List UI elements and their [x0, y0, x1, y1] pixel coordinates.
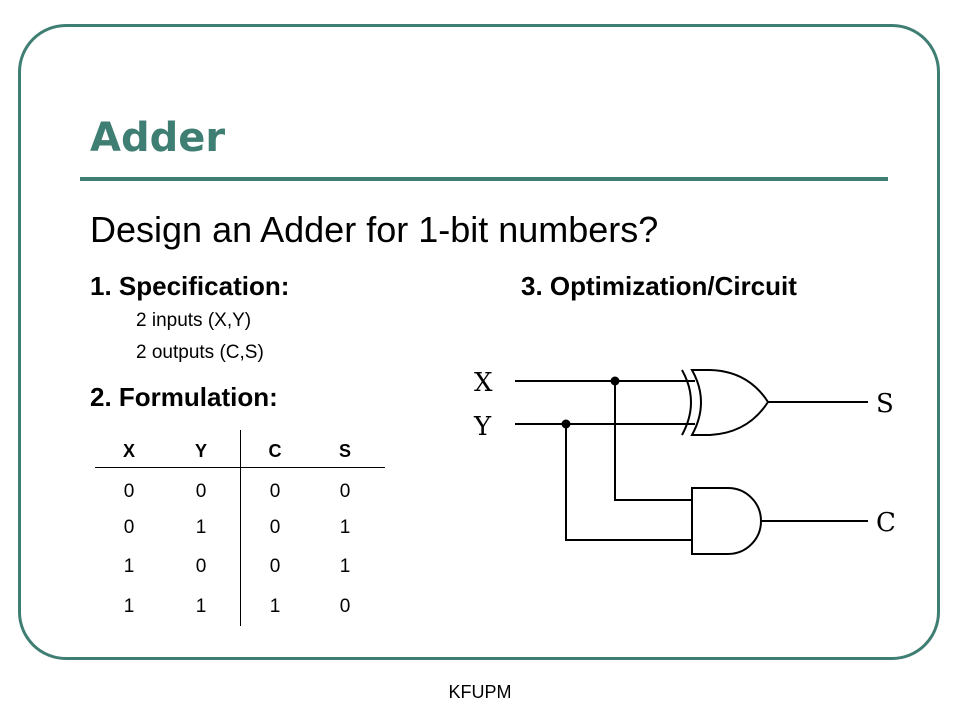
truth-table-cell: 0 [195, 556, 207, 577]
y-input-label: Y [473, 412, 492, 442]
slide-title: Adder [90, 115, 226, 161]
truth-table-header: X [122, 441, 135, 461]
footer-text: KFUPM [448, 682, 512, 702]
slide-subtitle: Design an Adder for 1-bit numbers? [90, 209, 659, 250]
truth-table-header: Y [194, 441, 207, 461]
truth-table-header: C [268, 441, 282, 461]
y-branch-wire [565, 424, 692, 541]
truth-table-cell: 0 [339, 596, 351, 617]
x-input-label: X [474, 368, 493, 398]
truth-table-cell: 0 [269, 517, 281, 538]
slide-frame [18, 24, 940, 660]
xor-gate [681, 369, 770, 436]
truth-table-cell: 0 [195, 481, 207, 502]
truth-table-cell: 1 [269, 596, 281, 617]
truth-table-cell: 1 [123, 596, 135, 617]
specification-heading: 1. Specification: [90, 271, 290, 301]
c-output-label: C [876, 508, 896, 538]
title-divider [80, 177, 888, 181]
truth-table-cell: 0 [123, 481, 135, 502]
x-branch-wire [614, 381, 692, 501]
spec-item-inputs: 2 inputs (X,Y) [136, 310, 252, 331]
truth-table-cell: 0 [339, 481, 351, 502]
truth-table-cell: 0 [123, 517, 135, 538]
half-adder-circuit: X Y S C [473, 368, 896, 555]
truth-table-cell: 0 [269, 556, 281, 577]
truth-table-cell: 1 [339, 517, 351, 538]
truth-table-cell: 1 [123, 556, 135, 577]
truth-table-column-divider [240, 430, 241, 626]
truth-table-cell: 0 [269, 481, 281, 502]
truth-table-header: S [338, 441, 351, 461]
truth-table-cell: 1 [195, 517, 207, 538]
and-gate [691, 487, 762, 555]
truth-table: X Y C S 0 0 0 0 0 1 0 1 1 0 0 1 1 1 1 0 [95, 430, 385, 630]
s-output-label: S [876, 389, 894, 419]
truth-table-cell: 1 [339, 556, 351, 577]
truth-table-cell: 1 [195, 596, 207, 617]
formulation-heading: 2. Formulation: [90, 382, 278, 412]
spec-item-outputs: 2 outputs (C,S) [136, 342, 264, 363]
x-junction-dot [610, 376, 620, 386]
optimization-heading: 3. Optimization/Circuit [521, 271, 797, 301]
y-junction-dot [561, 419, 571, 429]
